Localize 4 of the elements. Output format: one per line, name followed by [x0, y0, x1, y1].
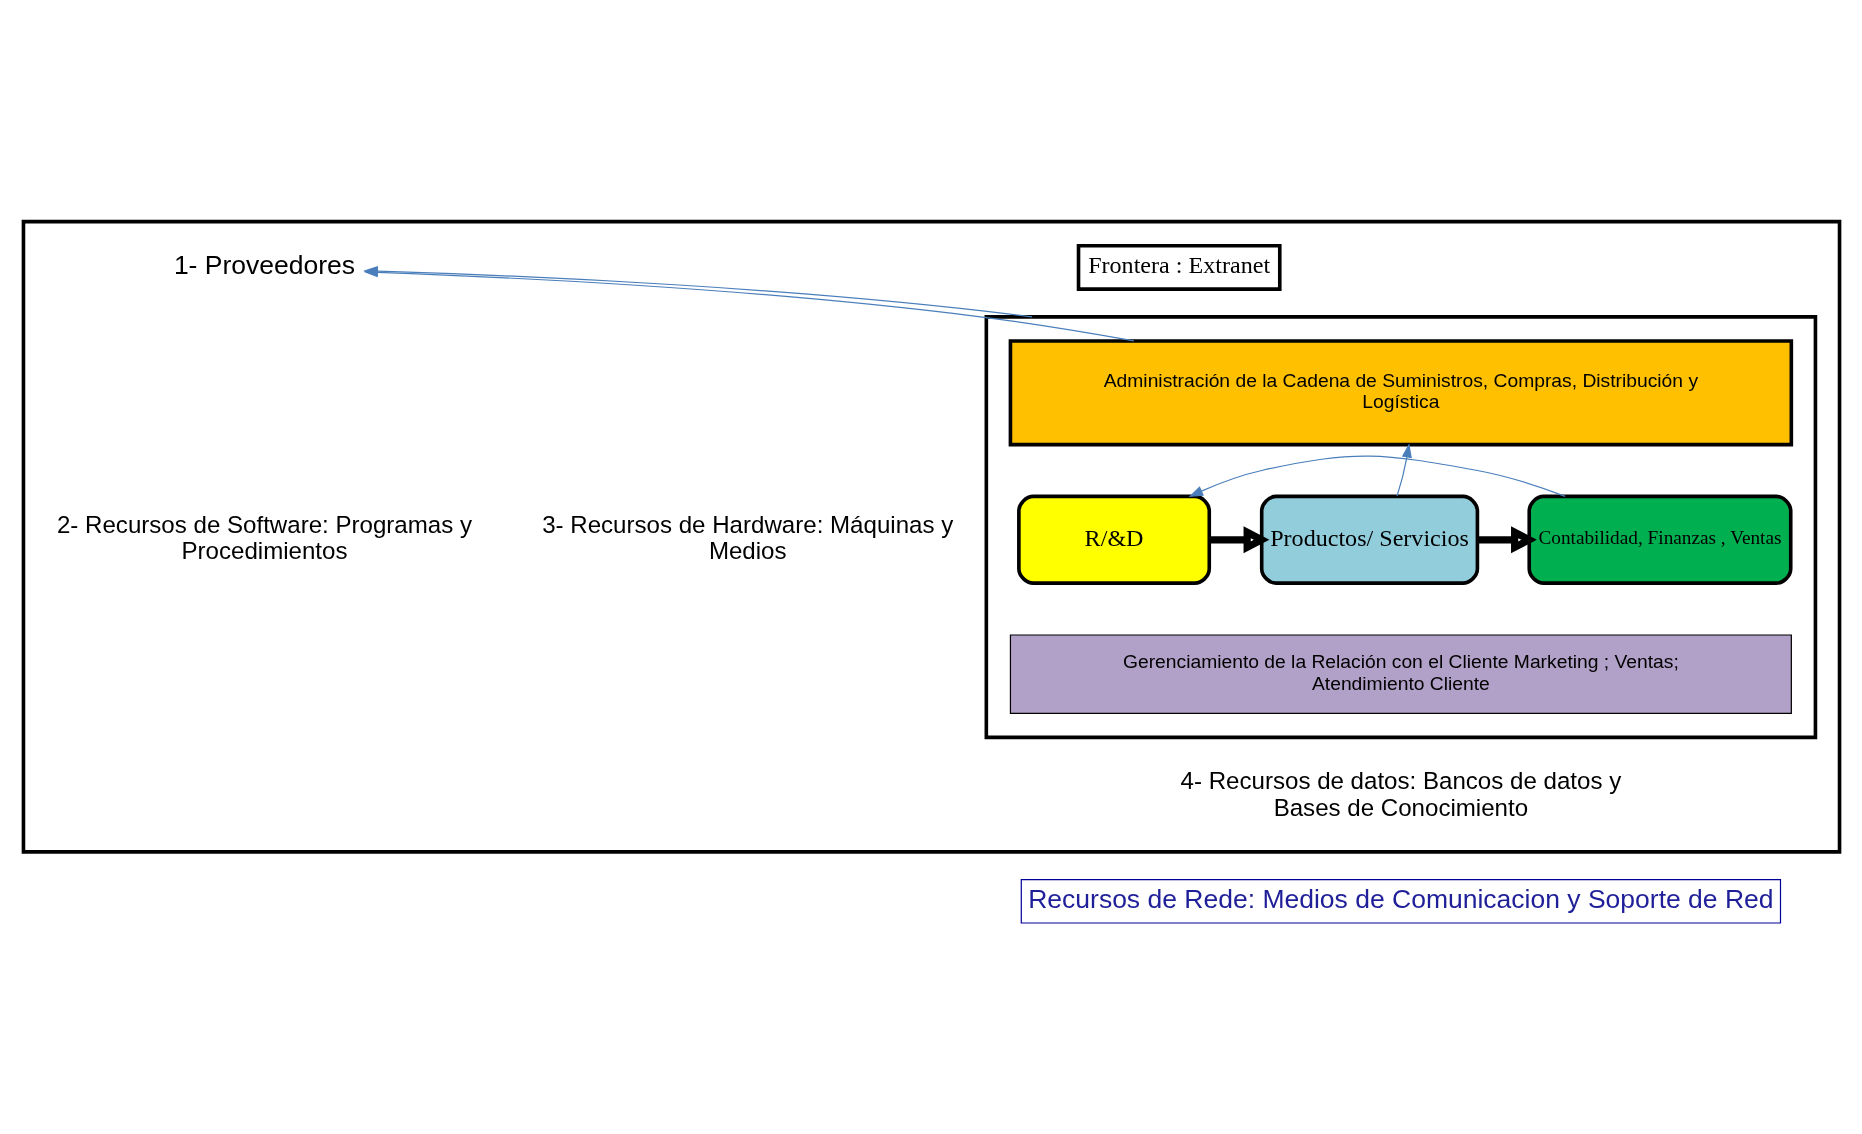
- label: 2- Recursos de Software: Programas y Procedimientos: [56, 510, 472, 564]
- label: 3- Recursos de Hardware: Máquinas y Medios: [541, 510, 953, 564]
- label: 4- Recursos de datos: Bancos de datos y Bases de Conocimiento: [1180, 766, 1621, 821]
- node-text: 1- Proveedores: [173, 249, 355, 280]
